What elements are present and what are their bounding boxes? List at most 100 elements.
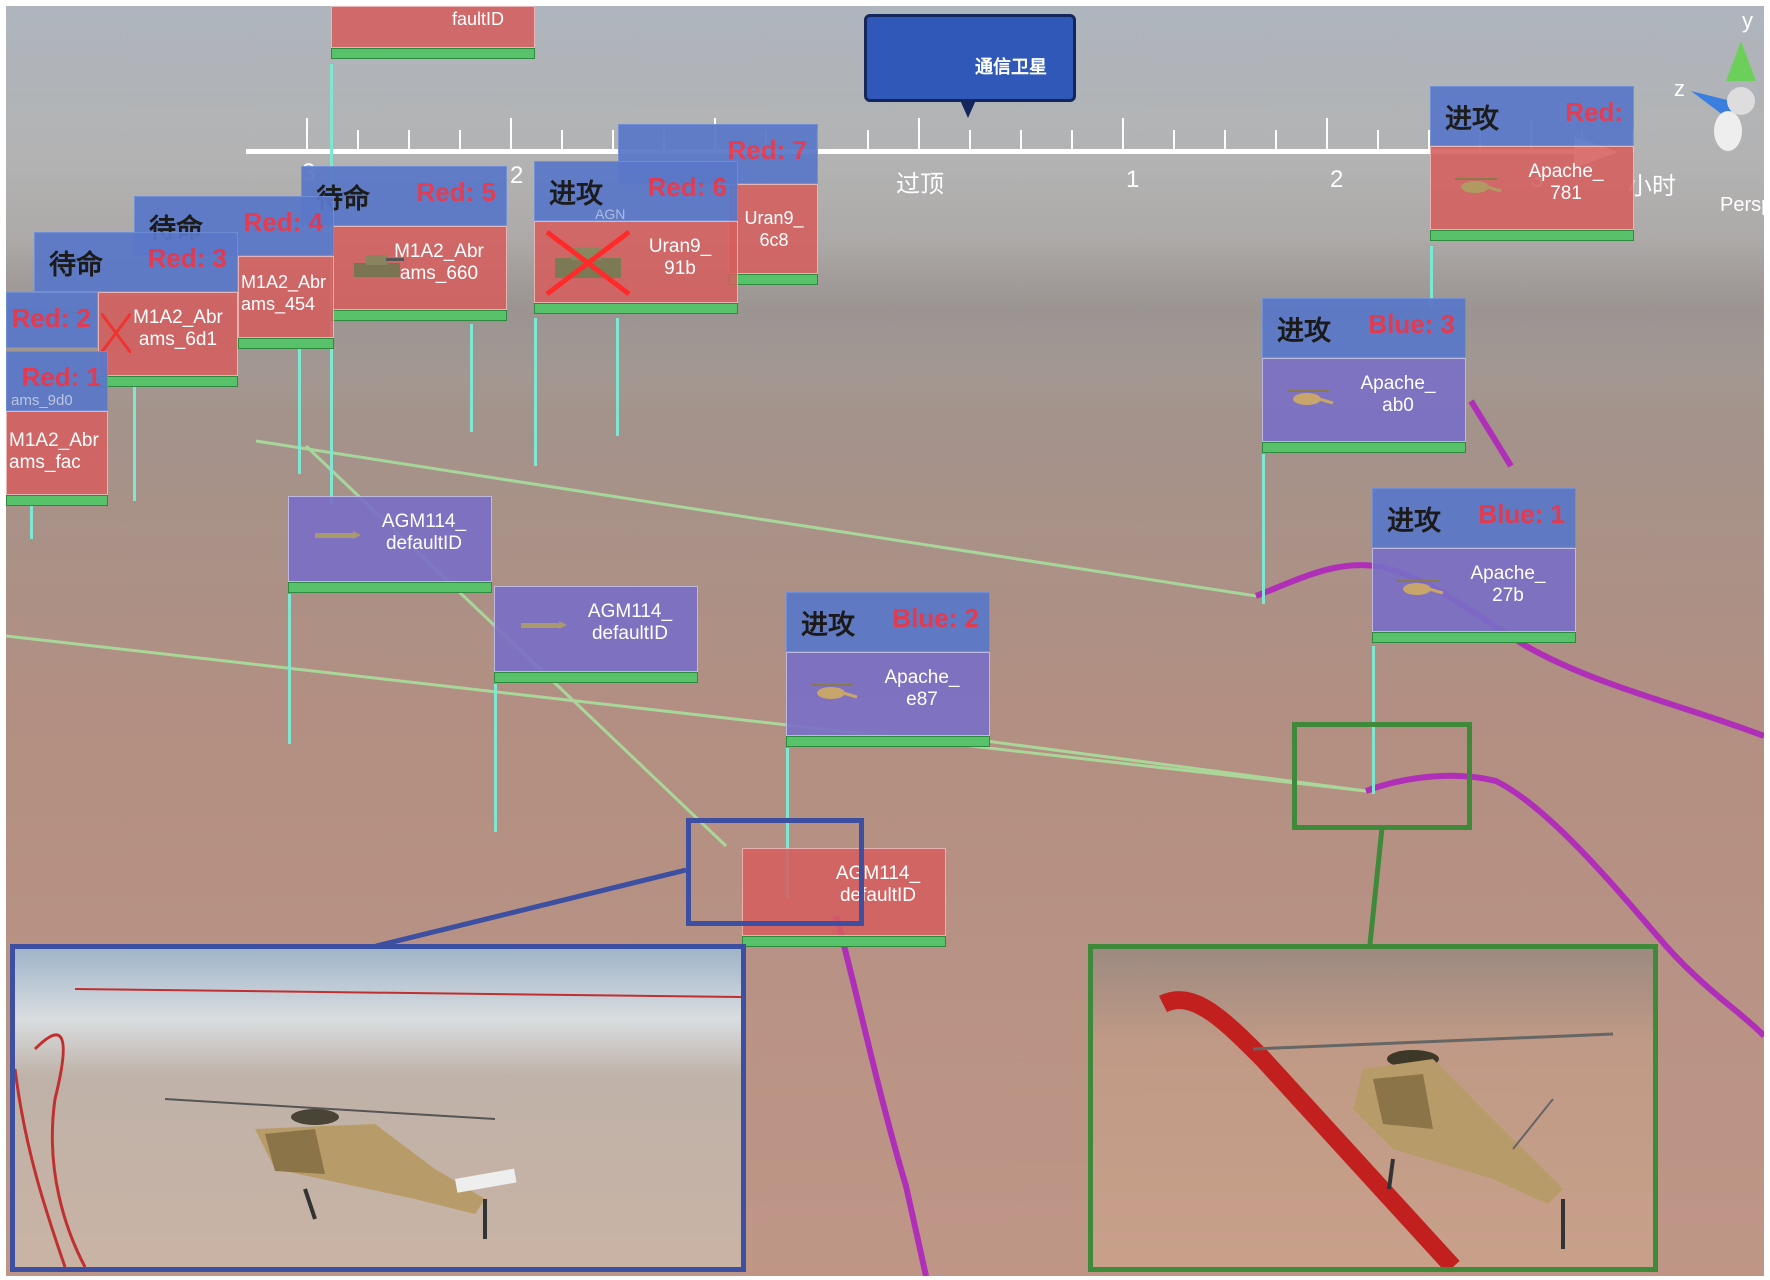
unit-status: 进攻 [549,179,603,210]
simulation-viewport[interactable]: 3 2 1 过顶 1 2 3 小时 通信卫星 y z Persp fault [6,6,1764,1276]
unit-header-blue2[interactable]: 进攻 Blue: 2 [786,592,990,652]
unit-team: Red: 1 [21,362,101,392]
connector-blue [375,867,687,949]
unit-card-red6[interactable]: Uran9_ 91b [534,221,738,303]
pole [298,349,301,474]
health-bar [1372,632,1576,643]
timeline-tick [867,130,869,152]
unit-header-red-apache[interactable]: 进攻 Red: [1430,86,1634,146]
timeline-tick [969,130,971,152]
unit-status: 进攻 [1445,104,1499,135]
unit-card-missile-1[interactable]: AGM114_ defaultID [288,496,492,582]
helicopter-icon [1397,580,1444,595]
unit-name: AGM114_ defaultID [381,511,467,554]
timeline-tick [306,118,308,152]
timeline-tick [459,130,461,152]
unit-card-red4[interactable]: M1A2_Abr ams_454 [238,256,334,338]
unit-team: Blue: 1 [1478,499,1565,529]
track-blue1 [1364,772,1764,1039]
inset-closeup-blue[interactable] [10,944,746,1272]
timeline-tick [408,130,410,152]
timeline-label-minus2: 2 [510,162,524,189]
unit-card-red-apache[interactable]: Apache_ 781 [1430,146,1634,230]
unit-card-red7[interactable]: Uran9_ 6c8 [728,184,818,274]
timeline-tick [1122,118,1124,152]
missile-icon [521,621,567,629]
unit-card-blue3[interactable]: Apache_ ab0 [1262,358,1466,442]
unit-status: 进攻 [1387,506,1441,537]
pole [786,748,789,898]
pole [133,386,136,501]
tank-icon [354,255,404,277]
satellite-label: 通信卫星 [975,57,1047,78]
pole [288,594,291,744]
health-bar [742,936,946,947]
unit-status: 进攻 [1277,316,1331,347]
health-bar [1262,442,1466,453]
overlap-text: AGN [595,206,626,222]
unit-name: Uran9_ 91b [648,236,712,279]
timeline-tick [612,130,614,152]
unit-header-red1[interactable]: Red: 1 ams_9d0 [6,351,108,411]
link-line [6,634,1367,793]
highlight-box-green [1292,722,1472,830]
health-bar [331,48,535,59]
timeline-tick [561,130,563,152]
unit-header-red5[interactable]: 待命 Red: 5 [301,166,507,226]
pole [534,318,537,466]
health-bar [288,582,492,593]
health-bar [494,672,698,683]
unit-team: Red: 3 [147,243,227,273]
unit-card-red3[interactable]: M1A2_Abr ams_6d1 [98,292,238,376]
connector-lines [375,827,1385,949]
health-bar [534,303,738,314]
unit-header-red2[interactable]: Red: 2 [6,292,98,348]
timeline-tick [1326,118,1328,152]
unit-header-red3[interactable]: 待命 Red: 3 [34,232,238,292]
gizmo-z-label: z [1674,76,1685,101]
unit-team: Red: 5 [416,177,496,207]
timeline-tick [357,130,359,152]
pole [1372,646,1375,794]
unit-card-red1[interactable]: M1A2_Abr ams_fac [6,411,108,495]
pole [470,324,473,432]
link-line [255,439,1257,598]
axis-gizmo[interactable]: y z Persp [1656,6,1764,226]
unit-team: Blue: 2 [892,603,979,633]
unit-card-missile-2[interactable]: AGM114_ defaultID [494,586,698,672]
helicopter-render-icon [1158,991,1614,1267]
timeline-tick [510,118,512,152]
inset-closeup-green[interactable] [1088,944,1658,1272]
satellite-callout[interactable]: 通信卫星 [864,14,1076,102]
callout-pointer-icon [960,100,976,118]
unit-card-blue1[interactable]: Apache_ 27b [1372,548,1576,632]
gizmo-arrows-icon [1691,41,1756,151]
pole [616,318,619,436]
unit-name: Uran9_ 6c8 [744,208,804,250]
destroyed-tank-icon [545,230,631,296]
pole [494,684,497,832]
unit-card-red5[interactable]: M1A2_Abr ams_660 [331,226,507,310]
overlap-text: ams_9d0 [11,392,73,409]
pole [1430,246,1433,308]
unit-header-red6[interactable]: 进攻 Red: 6 AGN [534,161,738,222]
unit-name: M1A2_Abr ams_fac [9,430,99,473]
unit-name: Apache_ 781 [1528,161,1604,204]
timeline-label-overhead: 过顶 [896,171,944,198]
unit-name: AGM114_ defaultID [587,601,673,644]
unit-header-blue1[interactable]: 进攻 Blue: 1 [1372,488,1576,548]
timeline-label-plus2: 2 [1330,166,1344,193]
unit-name: Apache_ ab0 [1360,373,1436,416]
unit-card-blue2[interactable]: Apache_ e87 [786,652,990,736]
unit-card-red-top[interactable]: faultID [331,6,535,48]
unit-name: M1A2_Abr ams_6d1 [133,307,223,350]
unit-name: M1A2_Abr ams_454 [241,272,327,314]
helicopter-icon [1287,390,1334,405]
pole [1262,454,1265,604]
pole [30,504,33,539]
timeline-tick [1173,130,1175,152]
unit-name: M1A2_Abr ams_660 [394,241,484,284]
unit-header-blue3[interactable]: 进攻 Blue: 3 [1262,298,1466,358]
timeline-axis [246,149,1586,154]
unit-status: 待命 [49,250,103,281]
